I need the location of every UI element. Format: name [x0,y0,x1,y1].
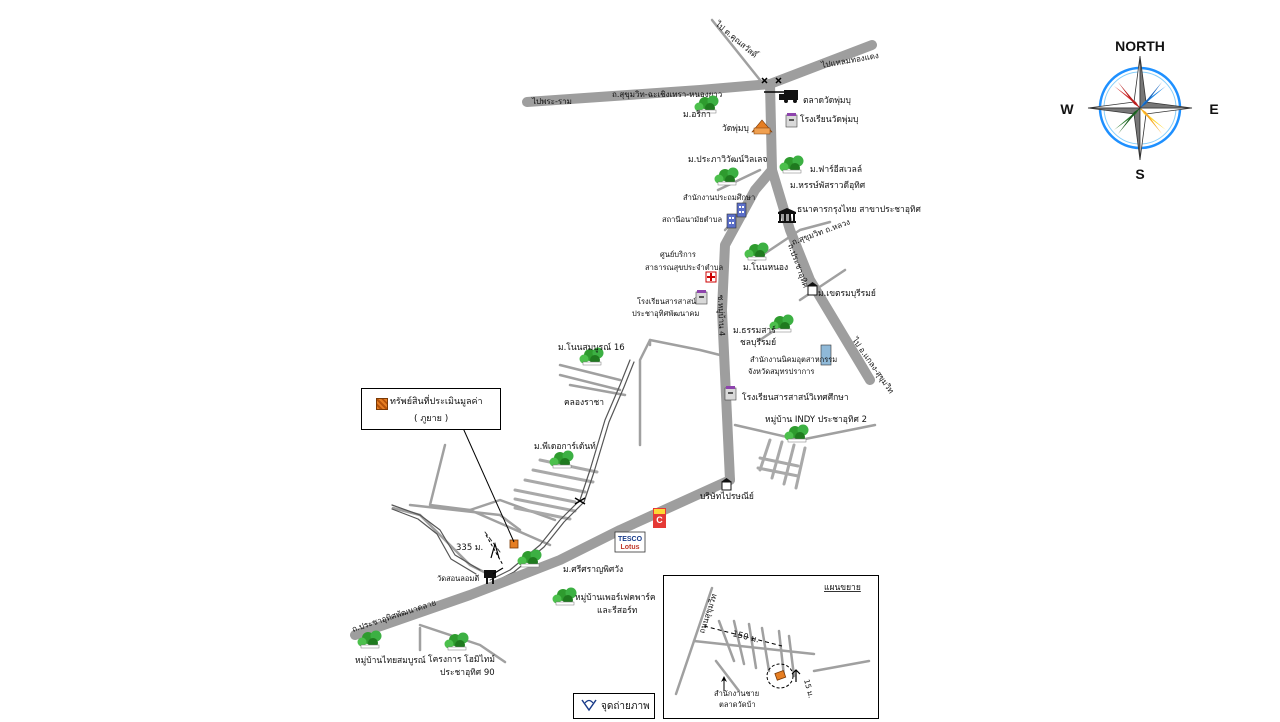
label-project-2: ประชาอุทิศ 90 [440,668,495,678]
compass-north-label: NORTH [1115,38,1165,54]
label-office-1: สำนักงานประถมศึกษา [683,193,755,202]
house-icon [807,282,818,296]
road-north [710,18,762,82]
truck-icon [779,90,798,103]
label-service-center: ศูนย์บริการ [660,250,696,259]
camera-angle-icon [581,699,597,712]
side-road-2 [753,220,832,262]
label-canal: คลองราชา [564,398,604,408]
label-mubaan-nong: ม.โนนหนอง [743,262,788,273]
inset-pointer-icon [721,676,727,682]
legend-box: ทรัพย์สินที่ประเมินมูลค่า ( ภูยาย ) [361,388,501,430]
compass-east-label: E [1209,101,1218,117]
property-marker[interactable] [509,539,519,549]
legend-title: ทรัพย์สินที่ประเมินมูลค่า [390,397,483,407]
label-mubaan-khet: ม.เขตรมบุรีรมย์ [818,288,876,299]
side-road-west [428,443,552,547]
mini-c-logo: C [653,508,666,528]
inset-road-label: ถนนสุขุมวิท [697,593,718,635]
legend-subtitle: ( ภูยาย ) [414,414,449,424]
svg-text:C: C [656,515,663,525]
property-swatch [376,398,388,410]
photo-point-label: จุดถ่ายภาพ [601,701,650,712]
label-mubaan-arika: ม.อริกา [683,110,711,120]
road-label-top-left: ไปพระ-ราม [531,97,572,106]
hospital-icon [705,271,717,283]
inset-label-2: ตลาดวัดบ้า [719,700,756,709]
inset-distance-label: 150 ม. [731,629,760,645]
distance-main-label: 335 ม. [456,543,483,553]
label-school-2b: ประชาอุทิศพัฒนาคม [632,309,699,318]
label-mubaan-rom-2: ชลบุรีรมย์ [740,337,776,348]
side-road-sw [418,623,507,664]
label-office-2: สถานีอนามัยตำบล [662,215,722,224]
road-prachauthit [717,79,777,485]
label-project: โครงการ โฮมิไทม์ [428,654,495,665]
svg-text:Lotus: Lotus [620,544,639,551]
label-office-3b: จังหวัดสมุทรปราการ [748,367,814,376]
post-office-icon [721,478,732,491]
label-mubaan-fareast: ม.ฟาร์อีสเวลล์ [810,164,862,175]
inset-arrow-icon [791,669,801,682]
inset-label-1: สำนักงานชาย [714,689,759,698]
label-mubaan-wiriya: ม.ประภาวิวัฒน์วิลเลจ [688,154,767,165]
label-service-center-2: สาธารณสุขประจำตำบล [645,263,723,272]
label-office-3: สำนักงานนิคมอุตสาหกรรม [750,355,837,364]
inset-distance-2-label: 15 ม. [802,678,816,699]
compass-rose: NORTH S E W [1060,38,1218,182]
label-water-tank: วัดสอนลอมตี [437,574,479,583]
road-label-top-mid: ถ.สุขุมวิท-ฉะเชิงเทรา-หนองยาว [612,90,722,99]
road-label-east: ถ.สุขุมวิท ถ.หลวง [791,217,852,246]
label-school-1: โรงเรียนวัดพุ่มบุ [800,114,858,125]
label-school-3: โรงเรียนสารสาสน์วิเทศศึกษา [742,392,849,403]
label-talad: ตลาดวัดพุ่มบุ [803,96,851,106]
inset-map: แผนขยาย ถนนสุขุมวิท 150 ม. 15 ม. สำนักงา… [663,575,879,719]
label-wat-phumbu: วัดพุ่มบุ [722,124,749,134]
road-label-center-road: ซ.หมู่บ้าน 4 [715,295,726,337]
intersection-markers [574,77,784,505]
label-mubaan-park-2: และรีสอร์ท [597,605,638,616]
inset-title: แผนขยาย [824,583,861,593]
road-sukhumvit-top [522,40,877,107]
svg-text:TESCO: TESCO [618,536,643,543]
label-mubaan-park: หมู่บ้านเพอร์เฟคพาร์ค [575,592,656,603]
inset-property-marker [774,670,787,681]
bank-icon [778,208,796,223]
landmark-labels: ตลาดวัดพุ่มบุ โรงเรียนวัดพุ่มบุ ม.อริกา … [355,96,922,678]
office-building-icon [820,344,832,366]
compass-west-label: W [1060,101,1074,117]
label-mubaan-rom: ม.ธรรมสาร์ [733,325,776,336]
tesco-lotus-logo: TESCO Lotus [614,531,646,553]
inset-focus-circle [766,663,794,689]
label-mubaan-indy: หมู่บ้าน INDY ประชาอุทิศ 2 [765,414,867,425]
photo-point-icon [490,541,504,575]
label-bank: ธนาคารกรุงไทย สาขาประชาอุทิศ [797,204,922,215]
landmarks: 335 ม. TESCO Lotus C [357,90,832,651]
water-tank-icon [484,570,496,584]
label-mubaan-garden: ม.พีเดอการ์เด้นท์ [534,441,596,452]
legend-leader-line [462,427,515,543]
label-mubaan-thai: หมู่บ้านไทยสมบูรณ์ [355,655,426,666]
photo-point-legend: จุดถ่ายภาพ [573,693,655,719]
distance-arrow [485,534,504,566]
label-post: บริษัทไปรษณีย์ [700,491,754,502]
label-school-2: โรงเรียนสารสาสน์ [637,297,696,306]
compass-south-label: S [1135,166,1144,182]
temple-icon [751,119,773,135]
road-label-north: ไป ต.คุณสวัสดิ์ [713,17,761,60]
inset-map-svg: แผนขยาย ถนนสุขุมวิท 150 ม. 15 ม. สำนักงา… [674,583,871,709]
label-mubaan-ratchada: ม.หรรษ์พัสราวดีอุทิศ [790,180,866,191]
label-mubaan-srinakarin: ม.ศรีศราญพิศวัง [563,564,623,575]
label-mubaan-16: ม.โนนสมบูรณ์ 16 [558,342,625,353]
